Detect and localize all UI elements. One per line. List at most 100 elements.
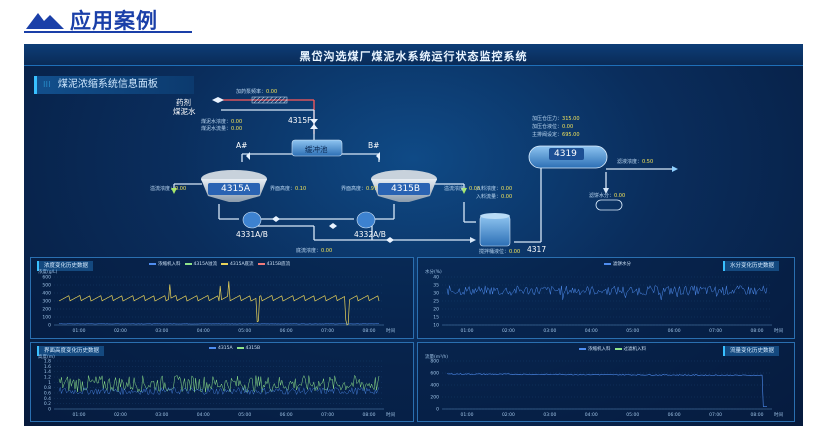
x-tick-label: 03:00 bbox=[543, 328, 556, 334]
x-tick-label: 05:00 bbox=[626, 328, 639, 334]
x-tick-label: 02:00 bbox=[114, 412, 127, 418]
x-tick-label: 03:00 bbox=[155, 412, 168, 418]
x-tick-label: 05:00 bbox=[626, 412, 639, 418]
interface-a-readout: 界面高度：0.10 bbox=[270, 186, 307, 192]
moisture-chart-panel: 水分变化历史数据 bbox=[417, 257, 795, 339]
cake-moisture-readout: 滤饼水分：0.00 bbox=[589, 193, 626, 199]
x-tick-label: 06:00 bbox=[668, 412, 681, 418]
mix-level-readout: 搅拌桶液位：0.00 bbox=[479, 249, 521, 255]
x-tick-label: 08:00 bbox=[751, 328, 764, 334]
filtrate-readout: 滤液浓度：0.50 bbox=[617, 159, 654, 165]
flow-ylabel: 流量(m³/h) bbox=[425, 355, 449, 360]
y-tick-label: 1.6 bbox=[44, 364, 51, 370]
x-tick-label: 07:00 bbox=[709, 412, 722, 418]
reagent-label: 药剂 bbox=[176, 98, 191, 107]
pump-b-label[interactable]: 4332A/B bbox=[354, 230, 386, 239]
x-tick-label: 07:00 bbox=[321, 328, 334, 334]
x-tick-label: 04:00 bbox=[197, 328, 210, 334]
interface-legend: 4315A 4315B bbox=[209, 346, 260, 351]
x-tick-label: 01:00 bbox=[461, 412, 474, 418]
x-tick-label: 02:00 bbox=[502, 412, 515, 418]
legend-item[interactable]: 浓缩机入料 bbox=[149, 261, 181, 267]
x-tick-label: 08:00 bbox=[363, 412, 376, 418]
mountain-icon bbox=[26, 13, 64, 29]
press-pressure-readout: 加压仓压力：315.00 bbox=[532, 116, 580, 122]
x-tick-label: 04:00 bbox=[585, 412, 598, 418]
section-title: 应用案例 bbox=[70, 9, 158, 33]
y-tick-label: 0.8 bbox=[44, 385, 51, 391]
y-tick-label: 200 bbox=[430, 395, 439, 401]
main-valve-readout: 主排阀设定：695.00 bbox=[532, 132, 580, 138]
x-tick-label: 07:00 bbox=[321, 412, 334, 418]
y-tick-label: 0 bbox=[48, 407, 51, 413]
legend-item[interactable]: 过滤机入料 bbox=[614, 346, 646, 352]
y-tick-label: 10 bbox=[433, 323, 439, 329]
dashboard-title: 黑岱沟选煤厂煤泥水系统运行状态监控系统 bbox=[299, 50, 528, 63]
flow-series-feed bbox=[446, 373, 767, 407]
y-tick-label: 400 bbox=[430, 383, 439, 389]
x-tick-label: 08:00 bbox=[363, 328, 376, 334]
flow-legend: 浓缩机入料 过滤机入料 bbox=[579, 346, 646, 352]
x-unit-label: 时间 bbox=[774, 411, 783, 418]
x-tick-label: 03:00 bbox=[543, 412, 556, 418]
y-tick-label: 0 bbox=[436, 407, 439, 413]
conc-series-4315a-underflow bbox=[58, 281, 380, 326]
conc-chart-title[interactable]: 浓度变化历史数据 bbox=[37, 261, 94, 271]
y-tick-label: 25 bbox=[433, 299, 439, 305]
x-tick-label: 06:00 bbox=[280, 412, 293, 418]
flow-chart-panel: 流量变化历史数据 bbox=[417, 342, 795, 422]
x-tick-label: 06:00 bbox=[280, 328, 293, 334]
y-tick-label: 600 bbox=[42, 275, 51, 281]
x-tick-label: 01:00 bbox=[73, 412, 86, 418]
slurry-conc-readout: 煤泥水浓度：0.00 bbox=[201, 119, 243, 125]
legend-item[interactable]: 4315A bbox=[209, 346, 233, 351]
mix-tank-label[interactable]: 4317 bbox=[527, 245, 547, 254]
interface-chart-title[interactable]: 界面高度变化历史数据 bbox=[37, 346, 105, 356]
moisture-legend: 滤饼水分 bbox=[604, 261, 631, 267]
x-unit-label: 时间 bbox=[774, 327, 783, 334]
moisture-chart-title[interactable]: 水分变化历史数据 bbox=[723, 261, 780, 271]
interface-b-readout: 界面高度：0.97 bbox=[341, 186, 378, 192]
interface-series-4315b bbox=[58, 374, 380, 394]
y-tick-label: 400 bbox=[42, 291, 51, 297]
y-tick-label: 35 bbox=[433, 283, 439, 289]
x-tick-label: 05:00 bbox=[238, 412, 251, 418]
thickener-b-label[interactable]: 4315B bbox=[391, 184, 421, 194]
x-tick-label: 03:00 bbox=[155, 328, 168, 334]
buffer-tank-label: 缓冲池 bbox=[305, 145, 328, 154]
moisture-ylabel: 水分(%) bbox=[425, 270, 442, 275]
legend-item[interactable]: 浓缩机入料 bbox=[579, 346, 611, 352]
legend-item[interactable]: 4315A底流 bbox=[221, 261, 254, 267]
x-tick-label: 05:00 bbox=[238, 328, 251, 334]
interface-ylabel: 高度(m) bbox=[38, 355, 55, 360]
y-tick-label: 1.4 bbox=[44, 369, 51, 375]
x-tick-label: 06:00 bbox=[668, 328, 681, 334]
panel-title-tab[interactable]: ⁝⁝⁝ 煤泥浓缩系统信息面板 bbox=[34, 76, 194, 94]
y-tick-label: 15 bbox=[433, 315, 439, 321]
overflow-b-readout: 溢流浓度：0.00 bbox=[444, 186, 481, 192]
conc-ylabel: 浓度(g/L) bbox=[38, 270, 58, 275]
y-tick-label: 800 bbox=[430, 359, 439, 365]
legend-item[interactable]: 滤饼水分 bbox=[604, 261, 631, 267]
x-tick-label: 04:00 bbox=[197, 412, 210, 418]
legend-item[interactable]: 4315A溢流 bbox=[184, 261, 217, 267]
flow-chart-title[interactable]: 流量变化历史数据 bbox=[723, 346, 780, 356]
x-tick-label: 01:00 bbox=[73, 328, 86, 334]
moisture-series bbox=[446, 285, 768, 301]
y-tick-label: 0 bbox=[48, 323, 51, 329]
conc-chart-panel: 浓度变化历史数据 bbox=[30, 257, 414, 339]
x-tick-label: 08:00 bbox=[751, 412, 764, 418]
feed-flow-readout: 入料流量：0.00 bbox=[476, 194, 513, 200]
slurry-flow-readout: 煤泥水流量：0.00 bbox=[201, 126, 243, 132]
legend-item[interactable]: 4315B底流 bbox=[257, 261, 290, 267]
x-tick-label: 02:00 bbox=[502, 328, 515, 334]
title-underline bbox=[24, 31, 192, 33]
thickener-a-label[interactable]: 4315A bbox=[221, 184, 251, 194]
valve-4315f-label: 4315F bbox=[288, 116, 312, 125]
pump-a-label[interactable]: 4331A/B bbox=[236, 230, 268, 239]
legend-item[interactable]: 4315B bbox=[236, 346, 260, 351]
y-tick-label: 1.8 bbox=[44, 359, 51, 365]
y-tick-label: 500 bbox=[42, 283, 51, 289]
filter-label[interactable]: 4319 bbox=[554, 149, 577, 159]
y-tick-label: 1 bbox=[48, 380, 51, 386]
